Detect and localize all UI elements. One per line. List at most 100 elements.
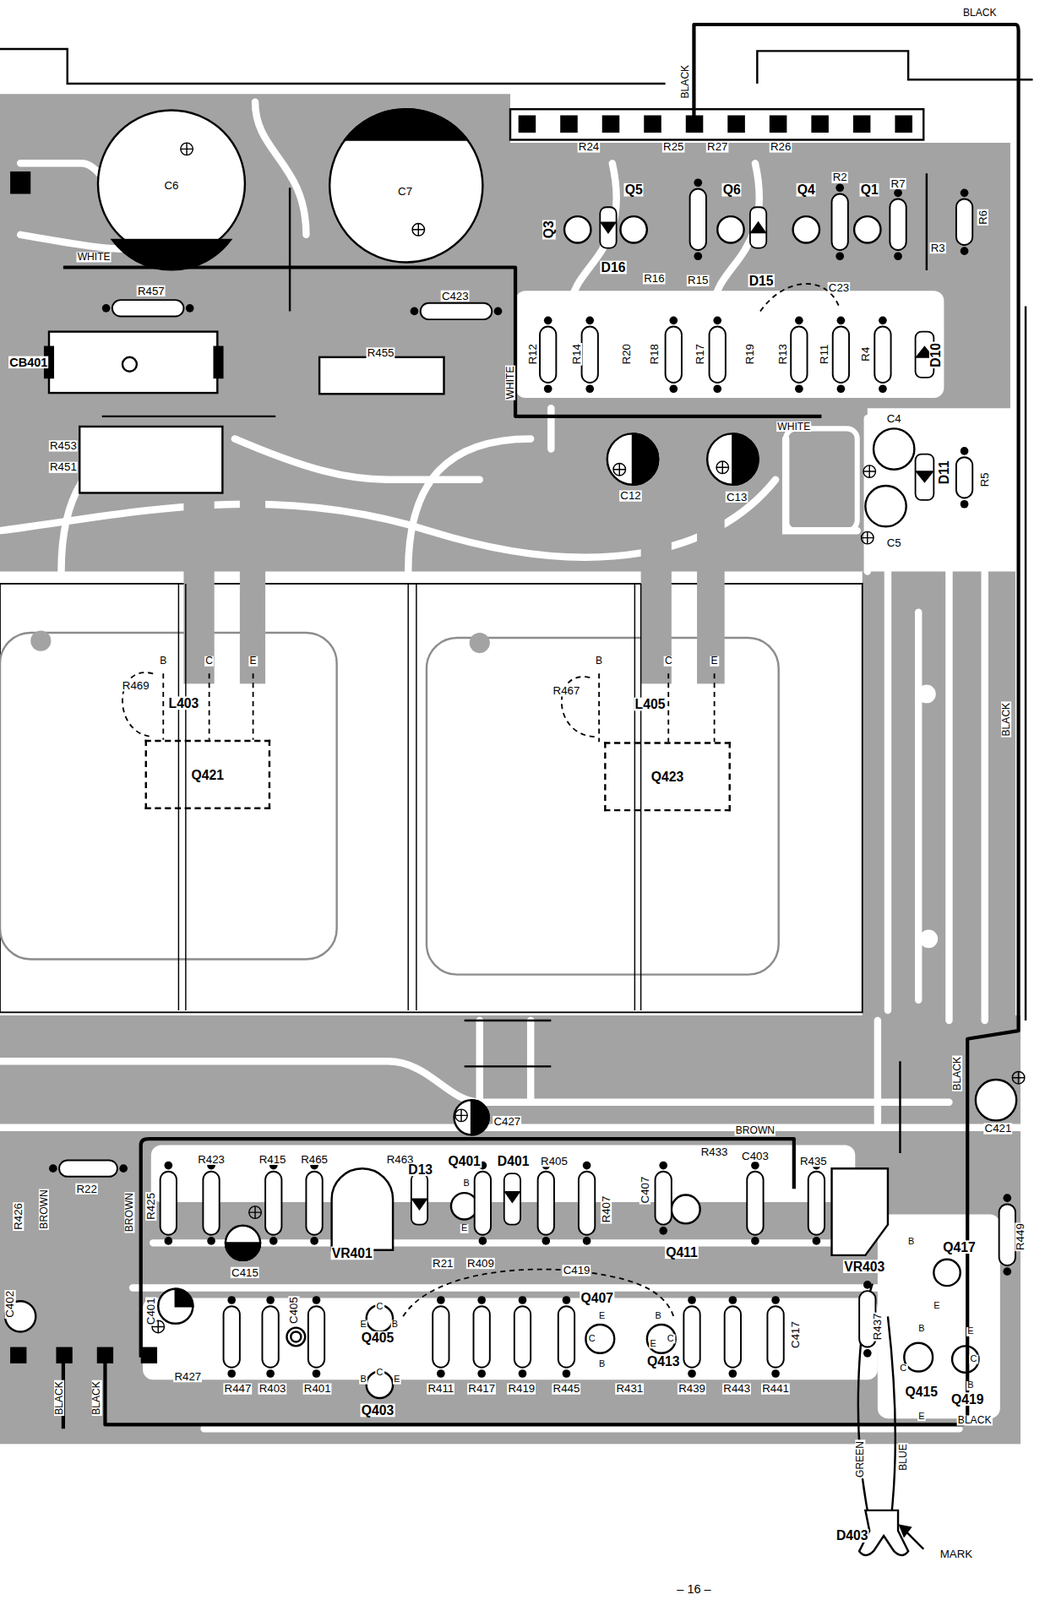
dashed-outline (163, 673, 253, 741)
transistor-outline: Q423 (604, 741, 731, 811)
part-label: R426 (12, 1202, 24, 1231)
capacitor-symbol (607, 433, 659, 485)
wire-label: B (598, 1360, 607, 1370)
wire-label: B (391, 1320, 400, 1330)
resistor-symbol (160, 1171, 177, 1236)
solder-pad (794, 384, 804, 393)
part-label: MARK (938, 1548, 974, 1560)
part-label: R469 (121, 680, 151, 692)
polarity-mark (180, 142, 193, 155)
part-label: R18 (648, 342, 660, 366)
part-label: R401 (303, 1382, 333, 1394)
resistor-symbol (582, 326, 599, 383)
solder-pad (436, 1295, 446, 1305)
solder-pad (658, 1226, 668, 1236)
capacitor-symbol (97, 109, 245, 257)
dashed-outline (122, 283, 839, 1317)
connector-strip (727, 115, 746, 134)
part-label: R457 (136, 285, 166, 297)
transistor-symbol (564, 216, 591, 243)
part-label: R17 (694, 342, 706, 366)
capacitor-symbol (707, 433, 758, 485)
trace-gap (571, 163, 759, 306)
transistor-symbol (647, 1324, 676, 1354)
solder-pad (102, 304, 111, 313)
solder-pad (960, 500, 969, 509)
part-name: D10 (929, 342, 943, 369)
part-name: Q5 (623, 183, 643, 197)
wire-label: E (709, 656, 719, 667)
wire-label: BLUE (898, 1442, 909, 1472)
copper-area (0, 1015, 1021, 1444)
part-name: Q415 (903, 1385, 939, 1399)
transistor-symbol (952, 1345, 979, 1372)
wire-label: BLACK (680, 64, 692, 100)
resistor-symbol (261, 1306, 278, 1367)
part-label: R417 (467, 1382, 496, 1394)
resistor-symbol (432, 1306, 449, 1367)
component-outline (79, 426, 223, 494)
resistor-symbol (59, 1160, 118, 1177)
transistor-symbol (933, 1259, 960, 1286)
part-label: C427 (492, 1115, 522, 1127)
part-label: R21 (431, 1257, 455, 1269)
solder-pad (544, 384, 553, 393)
solder-pad (582, 1236, 592, 1246)
trace-gap (479, 1020, 878, 1123)
component-clearance (877, 1214, 1001, 1420)
solder-pad (478, 1236, 488, 1246)
capacitor-symbol (112, 239, 231, 270)
heat-sink-area (426, 637, 779, 975)
part-label: R409 (466, 1257, 496, 1269)
resistor-symbol (724, 1306, 741, 1367)
wire-label: GREEN (854, 1440, 866, 1479)
diode-symbol (751, 222, 766, 233)
connector-strip (510, 108, 924, 140)
part-label: R423 (196, 1153, 226, 1165)
part-label: R443 (722, 1382, 752, 1394)
wire-label: E (392, 1375, 402, 1385)
lug-terminal (899, 1525, 910, 1536)
wire-label: B (966, 1381, 975, 1391)
part-label: R5 (979, 471, 991, 488)
trace-gap (255, 102, 306, 235)
wire-label: WHITE (505, 364, 516, 400)
copper-area (0, 93, 1011, 572)
solder-pad (163, 1236, 173, 1246)
component-outline (48, 332, 218, 393)
capacitor-symbol (5, 108, 1017, 1346)
solder-pad (771, 1369, 780, 1378)
polarity-mark (180, 142, 193, 155)
diode-symbol (412, 1198, 427, 1209)
resistor-symbol (308, 1306, 325, 1367)
capacitor-symbol (632, 433, 659, 485)
polarity-mark (455, 1109, 468, 1122)
resistor-symbol (999, 1203, 1016, 1265)
wire (887, 1316, 896, 1511)
solder-pad (835, 251, 844, 261)
part-label: R26 (769, 141, 793, 153)
part-name: D11 (937, 459, 952, 485)
part-label: R467 (551, 685, 581, 697)
capacitor-symbol (290, 1331, 301, 1342)
wire-label: C (375, 1302, 384, 1312)
polarity-mark (249, 1206, 262, 1219)
solder-pad (518, 1295, 528, 1305)
wire (464, 1020, 552, 1067)
resistor-symbol (874, 326, 891, 383)
wire-label: BLACK (957, 1415, 993, 1426)
heat-sink-area (696, 489, 725, 685)
solder-pad (206, 1236, 216, 1246)
resistor-symbol (832, 194, 849, 251)
wire-label: WHITE (76, 251, 111, 262)
wire-label: C (375, 1367, 384, 1378)
wire-label: BLACK (92, 1380, 103, 1416)
part-label: C407 (639, 1175, 651, 1204)
part-label: C23 (827, 282, 851, 294)
capacitor-symbol (286, 1328, 305, 1347)
wire-label: B (594, 656, 604, 667)
part-label: C4 (886, 413, 903, 425)
solder-pad (163, 1161, 173, 1171)
board-outline (0, 48, 1034, 1021)
